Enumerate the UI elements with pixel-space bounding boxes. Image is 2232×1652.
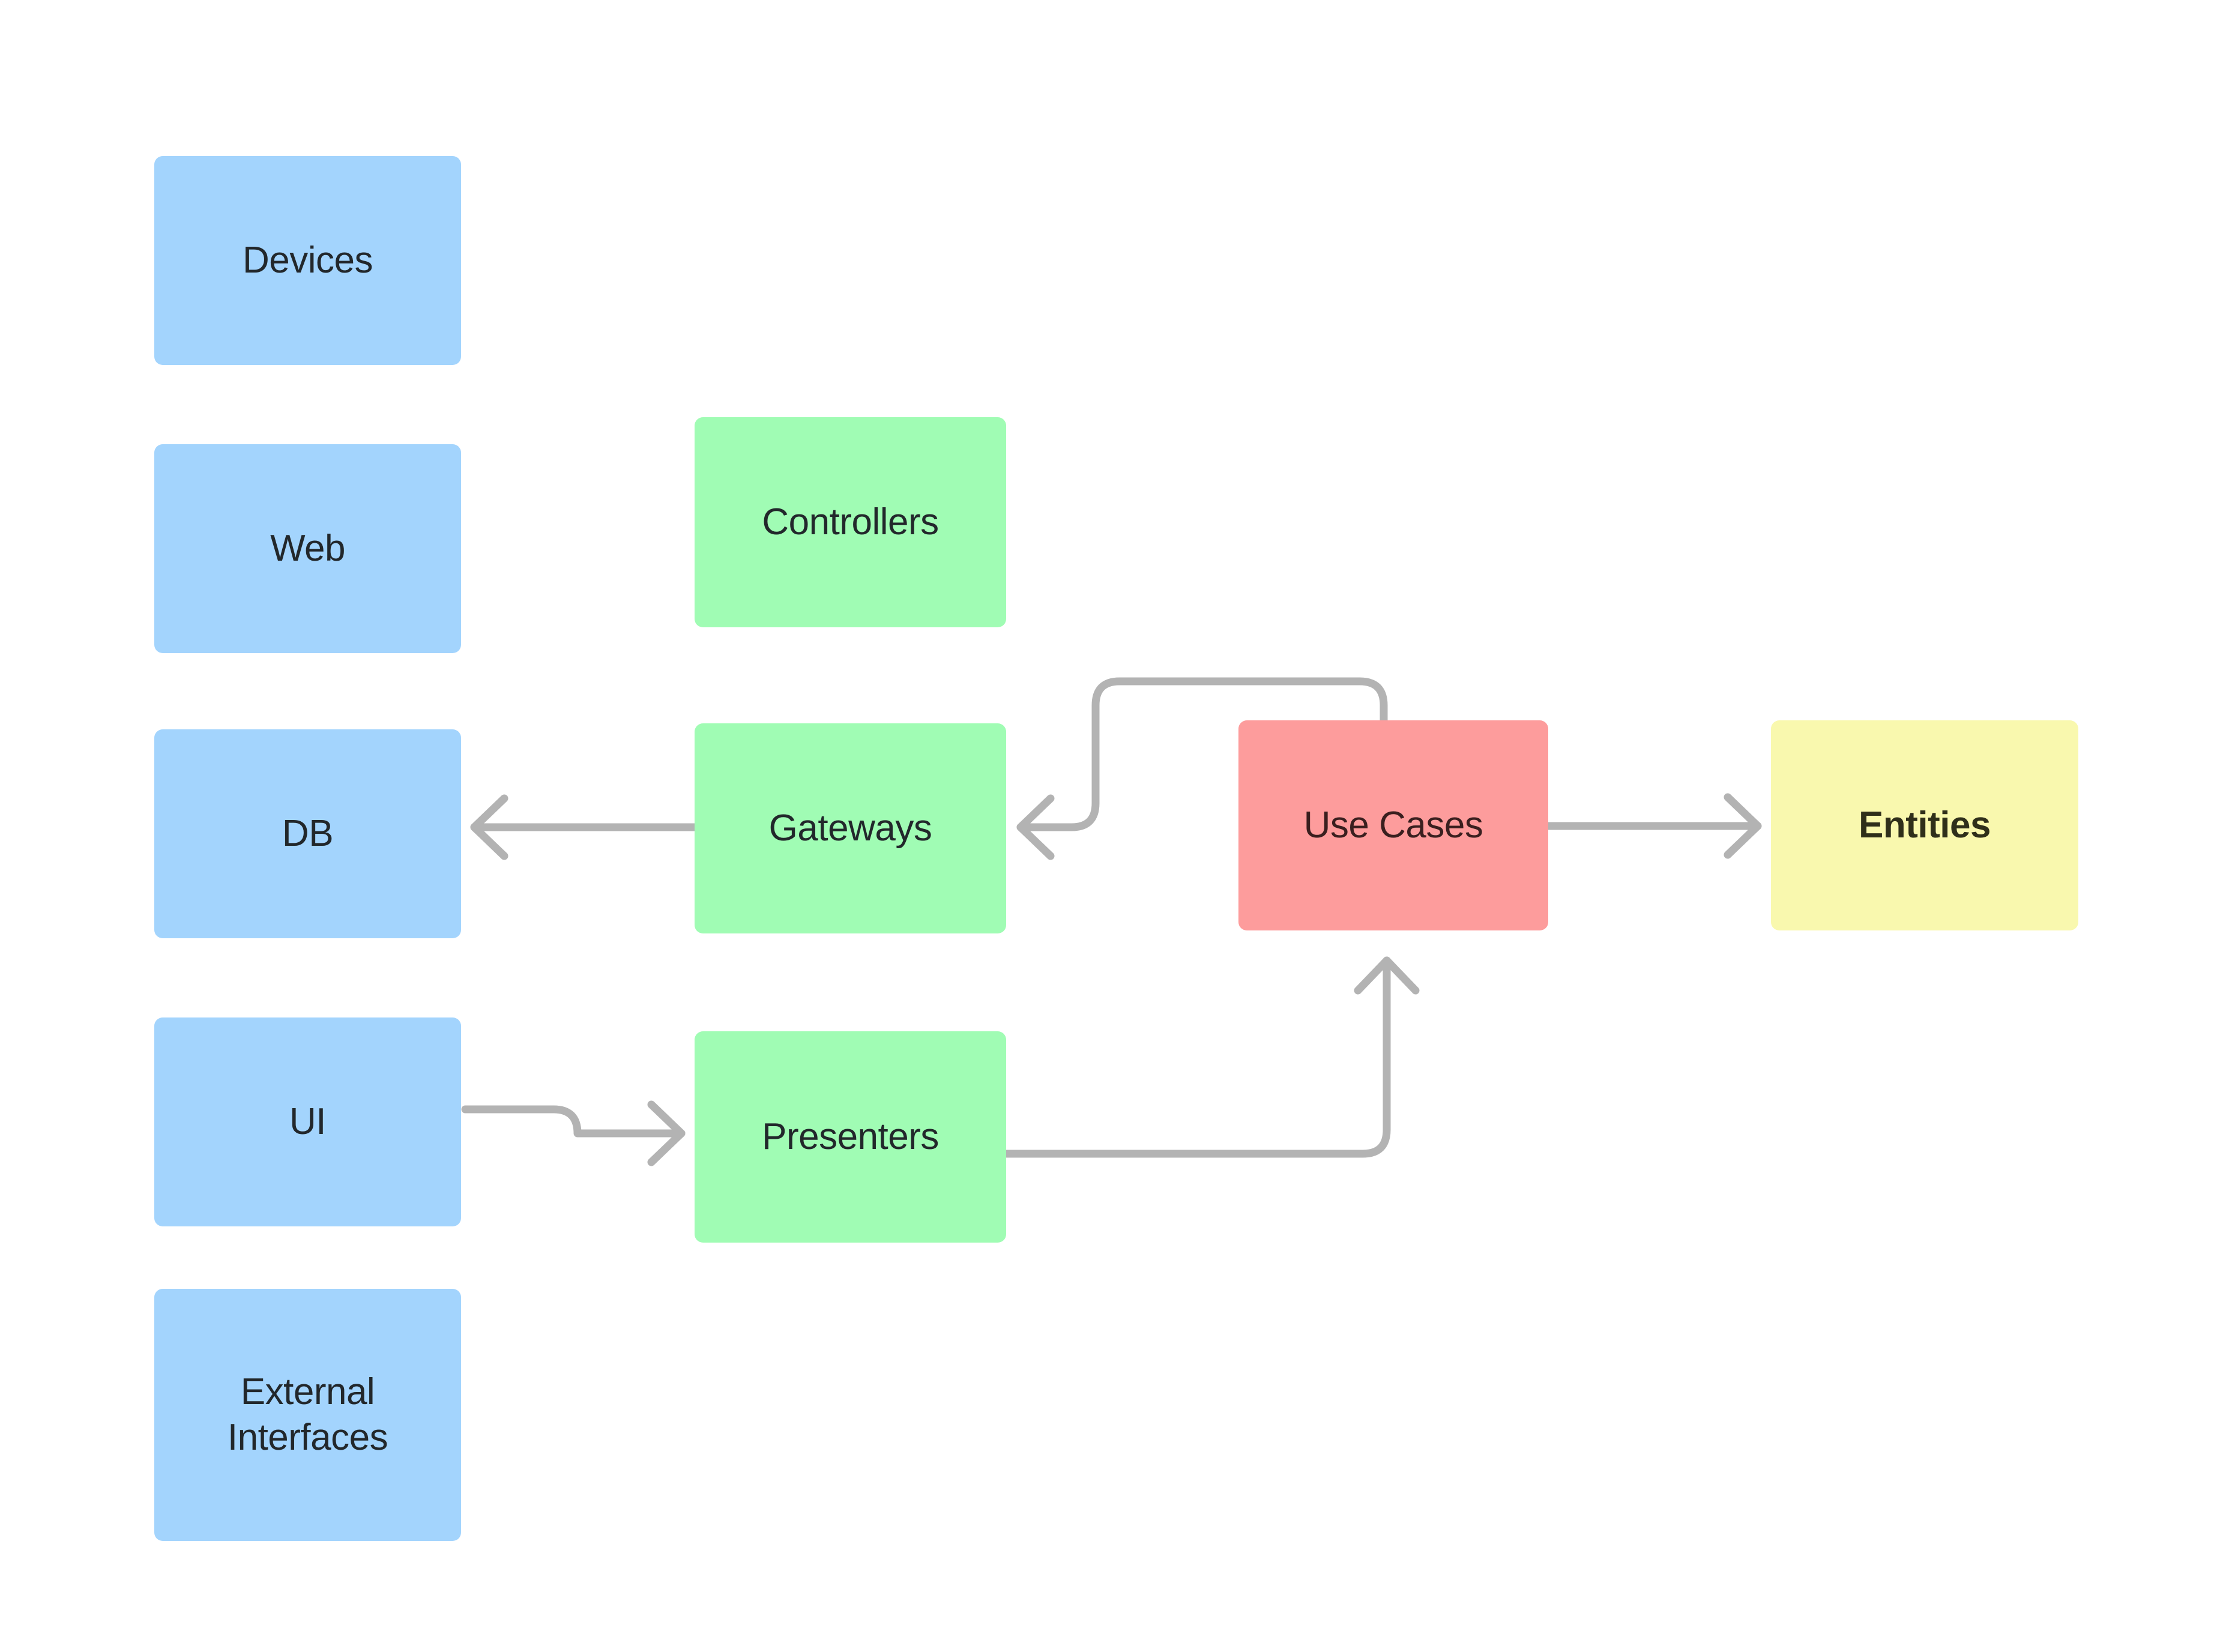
node-db[interactable]: DB [154,729,461,938]
node-controllers[interactable]: Controllers [695,417,1006,627]
node-web-label: Web [270,528,345,570]
node-ui-label: UI [289,1101,327,1143]
node-gateways-label: Gateways [768,807,932,849]
node-external-interfaces-label: External Interfaces [227,1371,388,1458]
node-entities-label: Entities [1859,804,1991,846]
node-devices-label: Devices [242,240,373,282]
node-use-cases[interactable]: Use Cases [1238,720,1548,930]
node-presenters-label: Presenters [762,1116,939,1158]
node-use-cases-label: Use Cases [1303,804,1483,846]
node-ui[interactable]: UI [154,1017,461,1226]
node-controllers-label: Controllers [762,501,939,543]
edge-presenters-to-usecases [1002,956,1420,1158]
edge-gateways-to-db [470,794,699,860]
node-web[interactable]: Web [154,444,461,653]
node-presenters[interactable]: Presenters [695,1031,1006,1243]
edge-usecases-to-entities [1544,793,1762,859]
node-entities[interactable]: Entities [1771,720,2078,930]
edge-ui-to-presenters [461,1100,686,1166]
node-gateways[interactable]: Gateways [695,723,1006,933]
node-external-interfaces[interactable]: External Interfaces [154,1289,461,1541]
node-devices[interactable]: Devices [154,156,461,365]
node-db-label: DB [282,813,334,855]
